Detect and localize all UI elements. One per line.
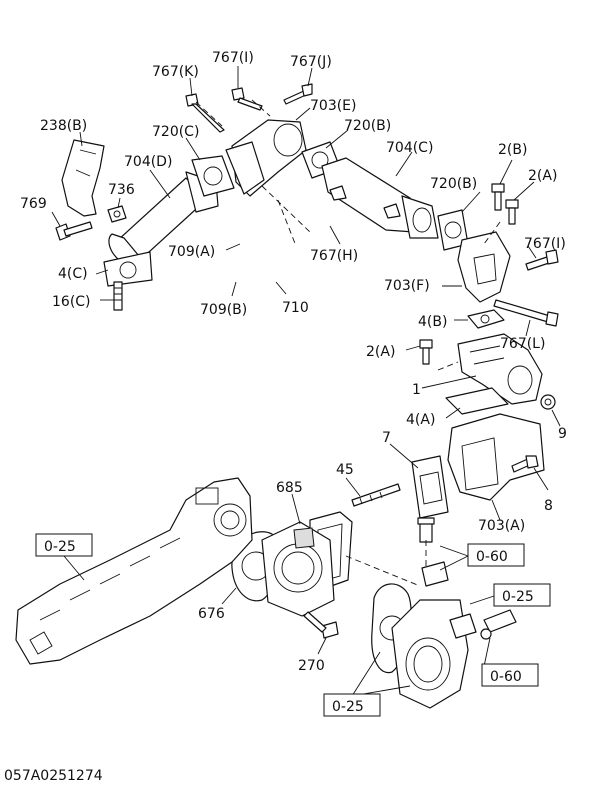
sensor-0-60-b bbox=[480, 609, 517, 640]
label-45: 45 bbox=[336, 462, 354, 478]
label-703e: 703(E) bbox=[310, 98, 357, 114]
bolt-2a-mid bbox=[419, 339, 433, 365]
label-2b: 2(B) bbox=[498, 142, 527, 158]
bolt-767j bbox=[283, 83, 313, 105]
nut-736 bbox=[107, 205, 127, 223]
bolt-767i-mid bbox=[525, 249, 559, 271]
ref-0-25-right: 0-25 bbox=[493, 583, 551, 607]
label-720b-top: 720(B) bbox=[344, 118, 391, 134]
flange-703f bbox=[457, 231, 511, 303]
label-685: 685 bbox=[276, 480, 303, 496]
label-9: 9 bbox=[558, 426, 567, 442]
ref-0-60-a: 0-60 bbox=[467, 543, 525, 567]
label-720b-mid: 720(B) bbox=[430, 176, 477, 192]
label-710: 710 bbox=[282, 300, 309, 316]
egr-valve-1 bbox=[457, 333, 543, 405]
bolt-2b bbox=[491, 183, 505, 211]
reference-boxes: 0-25 0-60 0-25 0-60 0-25 bbox=[35, 533, 551, 717]
label-769: 769 bbox=[20, 196, 47, 212]
flange-703e bbox=[225, 119, 307, 197]
ref-0-60-a-text: 0-60 bbox=[476, 549, 508, 565]
label-704d: 704(D) bbox=[124, 154, 172, 170]
bolt-767i-upper bbox=[231, 87, 263, 111]
ref-0-25-left: 0-25 bbox=[35, 533, 93, 557]
label-676: 676 bbox=[198, 606, 225, 622]
leader-lines bbox=[51, 66, 561, 697]
label-2a-mid: 2(A) bbox=[366, 344, 395, 360]
heat-shield-238b bbox=[61, 139, 105, 217]
gasket-7 bbox=[411, 455, 449, 519]
washer-9 bbox=[540, 394, 556, 410]
intake-housing bbox=[391, 599, 477, 709]
stud-16c bbox=[113, 281, 123, 311]
label-767l: 767(L) bbox=[500, 336, 545, 352]
part-labels: 767(K) 767(I) 767(J) 703(E) 238(B) 720(C… bbox=[20, 50, 567, 674]
intake-manifold bbox=[15, 477, 253, 665]
ref-0-25-right-text: 0-25 bbox=[502, 589, 534, 605]
label-767k: 767(K) bbox=[152, 64, 199, 80]
label-709b: 709(B) bbox=[200, 302, 247, 318]
figure-code: 057A0251274 bbox=[4, 768, 103, 784]
label-767i-top: 767(I) bbox=[212, 50, 254, 66]
label-238b: 238(B) bbox=[40, 118, 87, 134]
bolt-8 bbox=[511, 455, 539, 473]
label-4a: 4(A) bbox=[406, 412, 435, 428]
ref-0-25-bottom: 0-25 bbox=[323, 693, 381, 717]
label-4c: 4(C) bbox=[58, 266, 88, 282]
label-767j: 767(J) bbox=[290, 54, 332, 70]
label-767h: 767(H) bbox=[310, 248, 358, 264]
throttle-body bbox=[261, 521, 335, 617]
label-16c: 16(C) bbox=[52, 294, 91, 310]
ref-0-60-b: 0-60 bbox=[481, 663, 539, 687]
ref-0-25-bottom-text: 0-25 bbox=[332, 699, 364, 715]
label-736: 736 bbox=[108, 182, 135, 198]
label-7: 7 bbox=[382, 430, 391, 446]
label-703a: 703(A) bbox=[478, 518, 525, 534]
bolt-767k bbox=[185, 93, 225, 133]
label-704c: 704(C) bbox=[386, 140, 433, 156]
egr-cooler-704c bbox=[321, 157, 439, 239]
label-767i-mid: 767(I) bbox=[524, 236, 566, 252]
bolt-767l bbox=[493, 299, 559, 327]
label-703f: 703(F) bbox=[384, 278, 430, 294]
label-709a: 709(A) bbox=[168, 244, 215, 260]
bolt-2a-top bbox=[505, 199, 519, 225]
ref-0-60-b-text: 0-60 bbox=[490, 669, 522, 685]
gasket-720c bbox=[191, 155, 235, 197]
sensor-0-60-a bbox=[417, 517, 449, 587]
label-720c: 720(C) bbox=[152, 124, 199, 140]
label-270: 270 bbox=[298, 658, 325, 674]
gasket-4a bbox=[445, 387, 509, 415]
bolt-270 bbox=[303, 611, 339, 639]
ref-0-25-left-text: 0-25 bbox=[44, 539, 76, 555]
stud-45 bbox=[351, 483, 401, 507]
label-1: 1 bbox=[412, 382, 421, 398]
flange-703a bbox=[447, 413, 545, 501]
gasket-4b bbox=[467, 309, 505, 329]
label-4b: 4(B) bbox=[418, 314, 447, 330]
label-2a-top: 2(A) bbox=[528, 168, 557, 184]
label-8: 8 bbox=[544, 498, 553, 514]
bolt-769 bbox=[55, 221, 93, 241]
